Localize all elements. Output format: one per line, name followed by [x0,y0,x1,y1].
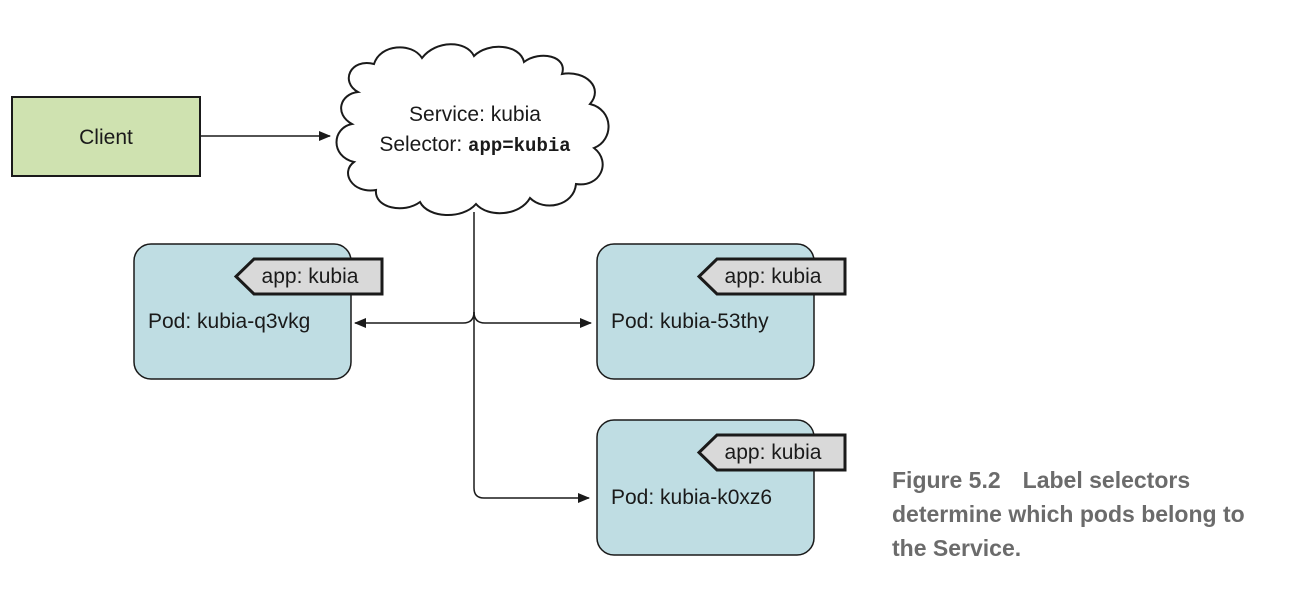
pod-tag-text-3: app: kubia [725,441,822,464]
service-trunk-line [473,212,590,503]
pod-tag-text-1: app: kubia [262,265,359,288]
pod-label-2: Pod: kubia-53thy [611,310,769,333]
client-node: Client [11,96,201,177]
figure-number: Figure 5.2 [892,467,1001,493]
service-cloud-shape [335,43,610,217]
selector-prefix: Selector: [379,133,468,156]
pod-label-tag-1 [233,257,384,296]
client-label: Client [79,126,133,149]
selector-value: app=kubia [468,135,571,157]
service-selector: Selector: app=kubia [379,133,570,157]
service-node: Service: kubia Selector: app=kubia [335,43,610,217]
pod-node-2: app: kubia Pod: kubia-53thy [596,243,847,380]
pod-tag-text-2: app: kubia [725,265,822,288]
pod-label-tag-3 [696,433,847,472]
pod-node-1: app: kubia Pod: kubia-q3vkg [133,243,384,380]
connector-to-pod-2 [473,311,592,328]
pod-label-1: Pod: kubia-q3vkg [148,310,310,333]
pod-label-tag-2 [696,257,847,296]
service-name: Service: kubia [409,103,541,126]
service-connectors [354,212,592,503]
connector-to-pod-1 [354,311,475,328]
figure-caption-text: Label selectors determine which pods bel… [892,467,1245,561]
pod-node-3: app: kubia Pod: kubia-k0xz6 [596,419,847,556]
pod-label-3: Pod: kubia-k0xz6 [611,486,772,509]
